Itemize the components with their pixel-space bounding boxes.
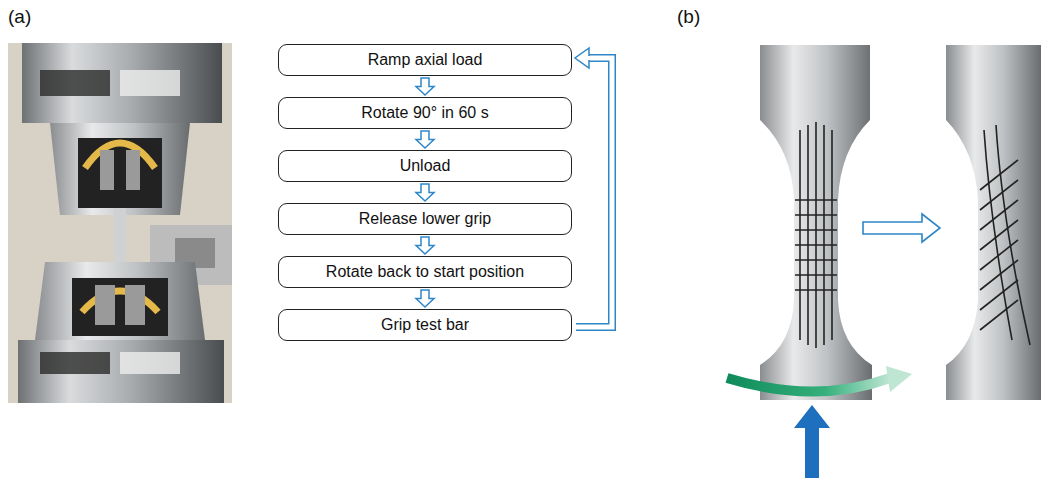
box-text: Unload bbox=[400, 157, 451, 175]
process-box: Rotate back to start position bbox=[278, 256, 572, 288]
flow-arrow bbox=[416, 184, 434, 201]
process-box: Ramp axial load bbox=[278, 44, 572, 76]
box-text: Ramp axial load bbox=[368, 51, 483, 69]
process-box: Release lower grip bbox=[278, 203, 572, 235]
flow-arrow bbox=[416, 131, 434, 148]
twisted-bar-photo bbox=[946, 45, 1041, 400]
transition-arrow bbox=[863, 214, 940, 242]
panel-label: (b) bbox=[677, 6, 700, 28]
box-text: Grip test bar bbox=[381, 316, 469, 334]
flow-arrow bbox=[416, 237, 434, 254]
box-text: Rotate back to start position bbox=[326, 263, 524, 281]
flow-arrow bbox=[416, 78, 434, 95]
flow-arrow bbox=[575, 48, 612, 327]
box-text: Rotate 90° in 60 s bbox=[361, 104, 488, 122]
process-box: Grip test bar bbox=[278, 309, 572, 341]
test-bar-photo bbox=[727, 45, 912, 478]
test-machine-photo bbox=[8, 43, 232, 403]
flow-arrow bbox=[416, 290, 434, 307]
process-box: Unload bbox=[278, 150, 572, 182]
box-text: Release lower grip bbox=[359, 210, 492, 228]
process-box: Rotate 90° in 60 s bbox=[278, 97, 572, 129]
panel-label: (a) bbox=[8, 6, 31, 28]
